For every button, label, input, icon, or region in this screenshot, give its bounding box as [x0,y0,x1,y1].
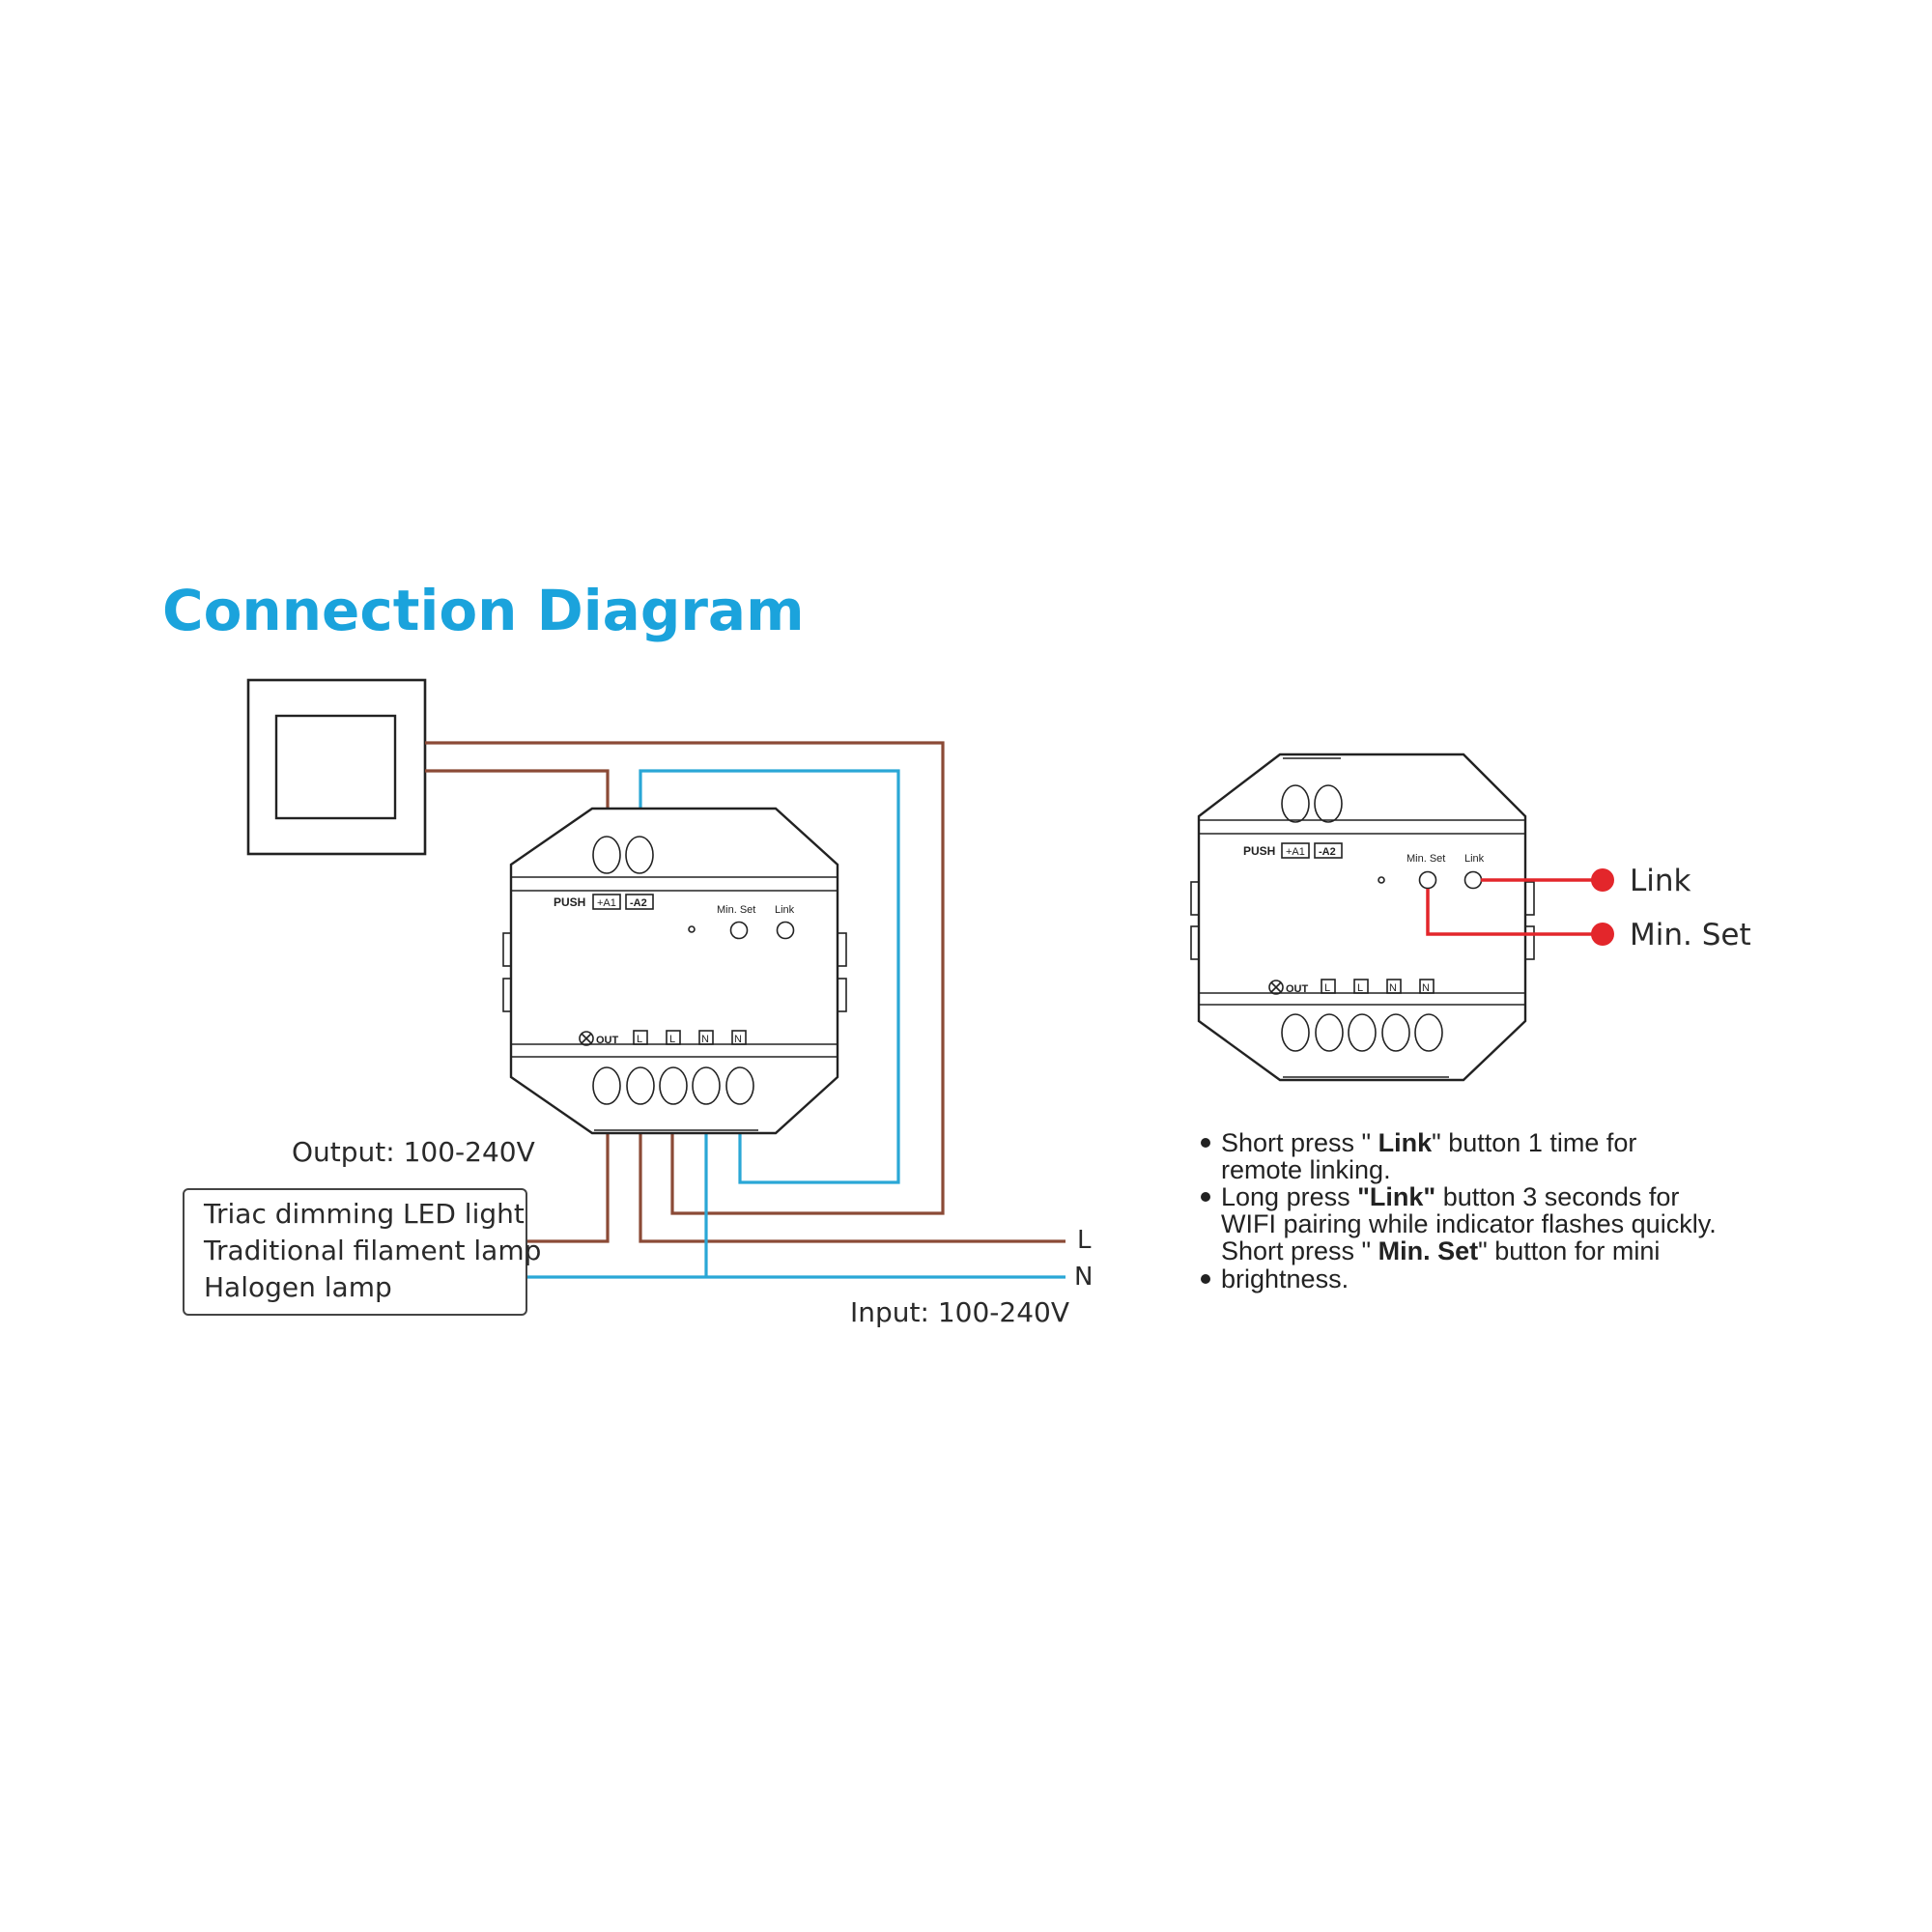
instruction-long-press-link: Long press "Link" button 3 seconds for [1221,1182,1679,1211]
terminal-l1: L [637,1034,642,1045]
a2-wire [639,769,900,1184]
a1-label: +A1 [1286,846,1305,858]
out-symbol-icon [579,1031,594,1046]
terminal-l2: L [669,1034,675,1045]
instructions: Short press " Link" button 1 time for re… [1201,1128,1717,1293]
push-switch [246,678,427,856]
min-set-callout-label: Min. Set [1630,918,1751,952]
button-detail: PUSH +A1 -A2 Min. Set Link OUT L L N N [1190,753,1751,1293]
instruction-short-press-min-set-cont: brightness. [1221,1264,1349,1293]
load-item: Traditional filament lamp [203,1235,541,1266]
instruction-short-press-link: Short press " Link" button 1 time for [1221,1128,1636,1157]
terminal-l1: L [1324,982,1330,994]
input-label: Input: 100-240V [850,1296,1069,1328]
dimmer-module: PUSH +A1 -A2 Min. Set Link OUT L L N N [502,807,847,1135]
min-set-label: Min. Set [717,904,755,916]
out-label: OUT [596,1035,619,1046]
instruction-short-press-min-set: Short press " Min. Set" button for mini [1221,1236,1660,1265]
min-set-button[interactable] [729,921,749,940]
line-n-label: N [1074,1263,1093,1292]
min-set-button[interactable] [1418,870,1437,890]
line-l-label: L [1077,1226,1092,1255]
out-symbol-icon [1268,980,1284,995]
push-label: PUSH [1243,844,1275,858]
dimmer-module-detail: PUSH +A1 -A2 Min. Set Link OUT L L N N [1190,753,1535,1082]
min-set-callout-line [1426,889,1603,936]
a2-label: -A2 [630,897,647,909]
page-title: Connection Diagram [162,578,805,643]
terminal-n1: N [1389,982,1397,994]
load-box [183,1188,527,1316]
out-label: OUT [1286,983,1309,995]
switch-wire-2 [425,769,610,809]
wiring: PUSH +A1 -A2 Min. Set Link OUT L L N N [183,678,1093,1328]
indicator-led [688,925,696,933]
instruction-long-press-link-cont: WIFI pairing while indicator flashes qui… [1221,1209,1717,1238]
terminal-n2: N [734,1034,742,1045]
switch-wire-1 [425,741,945,1215]
output-live-wire [526,1130,610,1243]
terminal-n2: N [1422,982,1430,994]
link-label: Link [1464,853,1485,865]
instruction-short-press-link-cont: remote linking. [1221,1155,1391,1184]
output-label: Output: 100-240V [292,1136,535,1168]
a2-label: -A2 [1319,846,1336,858]
terminal-n1: N [701,1034,709,1045]
link-callout-dot [1591,868,1614,892]
link-callout-label: Link [1630,864,1691,898]
link-label: Link [775,904,795,916]
push-label: PUSH [554,895,585,909]
indicator-led [1378,876,1385,884]
input-live-wire [639,1130,1065,1243]
load-item: Halogen lamp [204,1271,392,1303]
load-item: Triac dimming LED light [203,1198,525,1230]
a1-label: +A1 [597,897,616,909]
min-set-callout-dot [1591,923,1614,946]
terminal-l2: L [1357,982,1363,994]
link-button[interactable] [776,921,795,940]
min-set-label: Min. Set [1406,853,1445,865]
